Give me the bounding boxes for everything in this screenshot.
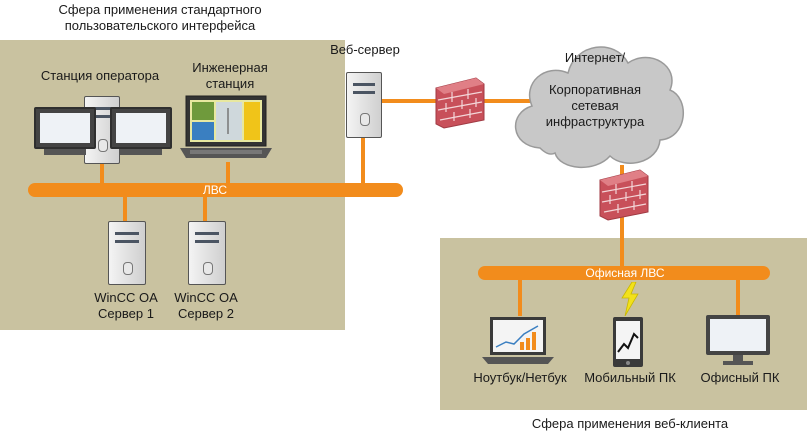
bottom-caption: Сфера применения веб-клиента — [531, 416, 729, 431]
operator-monitor-left-stand — [44, 149, 86, 155]
internet-cloud — [515, 46, 684, 169]
office-pc-icon — [706, 315, 770, 365]
office-pc-label: Офисный ПК — [700, 370, 780, 385]
office-lan-bus — [478, 266, 770, 280]
operator-station-label: Станция оператора — [40, 68, 160, 83]
server1-icon — [108, 221, 146, 285]
lan-bus-label: ЛВС — [202, 183, 228, 197]
firewall-top-icon — [435, 77, 485, 129]
engineering-laptop-icon — [180, 95, 272, 158]
mobile-pc-label: Мобильный ПК — [584, 370, 676, 385]
engineering-station-label: Инженерная станция — [192, 60, 268, 91]
server2-icon — [188, 221, 226, 285]
laptop-label: Ноутбук/Нетбук — [473, 370, 567, 385]
operator-monitor-right-icon — [110, 107, 172, 149]
wire-lan-engineering — [226, 162, 230, 186]
web-server-label: Веб-сервер — [330, 42, 400, 57]
operator-monitor-right-stand — [120, 149, 162, 155]
wire-office-officepc — [736, 280, 740, 316]
wire-lan-server2 — [203, 197, 207, 221]
firewall-bottom-icon — [599, 169, 649, 221]
mobile-pc-icon — [613, 317, 643, 367]
wire-lan-operator — [100, 162, 104, 186]
internet-label: Интернет/ Корпоративная сетевая инфрастр… — [545, 50, 645, 129]
wire-webserver-lan — [361, 136, 365, 186]
laptop-icon — [482, 317, 554, 364]
wire-office-laptop — [518, 280, 522, 316]
top-caption: Сфера применения стандартного пользовате… — [58, 2, 262, 33]
server2-label: WinCC OA Сервер 2 — [174, 290, 238, 321]
lan-bus — [28, 183, 403, 197]
wire-lan-server1 — [123, 197, 127, 221]
office-lan-bus-label: Офисная ЛВС — [585, 266, 665, 280]
server1-label: WinCC OA Сервер 1 — [94, 290, 158, 321]
operator-monitor-left-icon — [34, 107, 96, 149]
wireless-link-icon — [621, 282, 639, 316]
web-server-icon — [346, 72, 382, 138]
